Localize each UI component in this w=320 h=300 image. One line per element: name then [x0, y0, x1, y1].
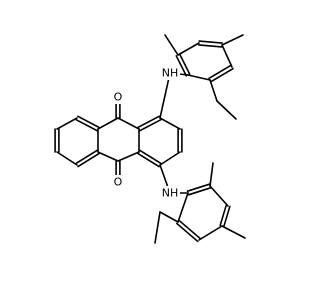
bond-ar2_4-me2b	[221, 225, 246, 239]
bond-c9-c9a	[117, 117, 140, 130]
bond-ar2_1-ar2_2	[187, 187, 212, 196]
bond-c8a-c8	[77, 115, 100, 129]
bonds-group	[54, 34, 246, 244]
label-bg-n2	[160, 186, 180, 200]
bond-c8-c7	[56, 117, 78, 130]
bond-ar2_5-ar2_6	[175, 222, 199, 243]
label-bg-n1	[160, 66, 180, 80]
bond-ar1_3-ar1_4	[198, 44, 223, 48]
bond-ar1_5-ar1_6	[208, 64, 232, 80]
bond-ar1_2-me1a	[164, 34, 179, 56]
atom-label-n1: NH	[162, 67, 179, 80]
bond-ar1_3-ar1_4	[198, 40, 223, 44]
bond-ar1_1-ar1_2	[175, 55, 188, 77]
bond-ar2_3-ar2_4	[219, 204, 227, 227]
bond-et2a-et2b	[154, 211, 161, 244]
bond-ar2_3-ar2_4	[223, 205, 231, 228]
bond-ar1_1-ar1_2	[178, 53, 191, 75]
bond-ar2_6-ar2_1	[177, 192, 189, 223]
bond-ar2_1-ar2_2	[186, 183, 211, 192]
bond-ar2_2-ar2_3	[209, 185, 229, 207]
bond-ar1_6-et1a	[209, 79, 218, 102]
bond-c10-c4a	[117, 151, 140, 162]
bond-c9-c8a	[97, 117, 119, 130]
bond-ar2_6-et2a	[159, 211, 179, 223]
bond-c10-c10a	[97, 151, 119, 162]
bond-ar2_5-ar2_6	[178, 219, 202, 240]
bond-c8a-c8	[75, 118, 98, 132]
bond-ar1_6-ar1_1	[187, 74, 211, 81]
atom-label-n2: NH	[162, 187, 179, 200]
bond-c1-c2	[159, 117, 181, 130]
atom-label-o1: O	[114, 91, 123, 104]
bond-c1-n1	[159, 72, 171, 119]
bond-c4-c4a	[137, 152, 160, 168]
bond-c3-c4	[159, 151, 181, 166]
bond-ar1_5-ar1_6	[210, 67, 234, 83]
bond-c6-c5	[56, 151, 78, 166]
bond-c5-c10a	[75, 149, 98, 165]
bond-ar1_2-ar1_3	[177, 42, 200, 56]
bond-c5-c10a	[77, 152, 100, 168]
atom-label-o2: O	[114, 176, 123, 189]
label-bg-o1	[111, 90, 125, 104]
molecule-structure: O O NH NH	[54, 34, 246, 244]
bond-c9a-c1	[139, 118, 162, 132]
bond-ar1_4-ar1_5	[221, 44, 233, 68]
bond-ar2_4-ar2_5	[198, 225, 223, 241]
bond-ar2_2-me2a	[209, 162, 214, 187]
label-bg-o2	[111, 175, 125, 189]
bond-c9a-c1	[137, 115, 160, 129]
atom-labels-group: O O NH NH	[111, 66, 180, 200]
bond-c4-c4a	[139, 149, 162, 165]
bond-ar1_4-me1b	[221, 34, 244, 46]
bond-et1a-et1b	[216, 100, 237, 120]
structure-canvas: O O NH NH	[54, 34, 246, 244]
